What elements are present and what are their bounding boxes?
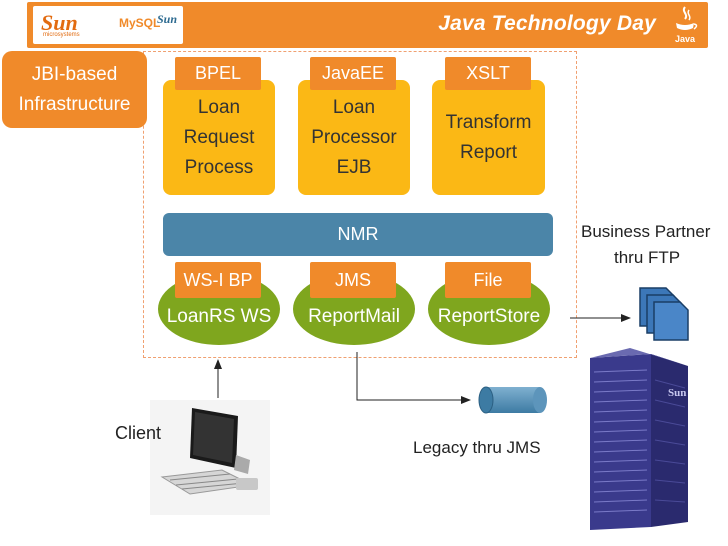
binding-label: ReportStore	[437, 306, 541, 327]
server-brand: Sun	[668, 387, 686, 399]
tag-jms: JMS	[310, 262, 396, 298]
business-partner-sub: thru FTP	[614, 248, 681, 267]
server-icon: Sun	[590, 348, 688, 530]
service-loan-request-process: Loan Request Process	[163, 80, 275, 195]
service-line: Transform	[445, 111, 532, 133]
legacy-queue-icon	[478, 386, 547, 414]
java-icon: Java	[670, 5, 700, 45]
service-transform-report: Transform Report	[432, 80, 545, 195]
arrow-to-legacy	[356, 352, 471, 404]
tag-file: File	[445, 262, 531, 298]
jbi-container-boundary	[143, 51, 577, 358]
header-banner: Sun microsystems MySQL Sun Java Technolo…	[27, 2, 708, 48]
logo-area: Sun microsystems MySQL Sun	[33, 6, 183, 44]
jbi-line1: JBI-based	[31, 63, 118, 85]
tag-bpel: BPEL	[175, 57, 261, 90]
service-line: Request	[183, 126, 255, 148]
nmr-bar: NMR	[163, 213, 553, 256]
mysql-logo: MySQL	[119, 16, 161, 30]
client-computer-icon	[150, 400, 270, 515]
jbi-infrastructure-label: JBI-based Infrastructure	[2, 51, 147, 128]
business-partner-label: Business Partner	[581, 222, 711, 241]
service-line: Processor	[311, 126, 397, 148]
header-title: Java Technology Day	[438, 12, 656, 35]
sun-logo-subtitle: microsystems	[43, 32, 80, 38]
tag-ws-i-bp: WS-I BP	[175, 262, 261, 298]
binding-label: LoanRS WS	[166, 306, 272, 327]
service-line: EJB	[336, 156, 372, 178]
service-loan-processor-ejb: Loan Processor EJB	[298, 80, 410, 195]
mysql-sun-logo: Sun	[157, 12, 178, 26]
legacy-label: Legacy thru JMS	[413, 438, 541, 457]
service-line: Loan	[332, 96, 376, 118]
documents-icon	[639, 287, 689, 341]
jbi-line2: Infrastructure	[18, 93, 131, 115]
sun-logo: Sun	[41, 10, 78, 35]
service-line: Loan	[197, 96, 241, 118]
tag-xslt: XSLT	[445, 57, 531, 90]
service-line: Report	[459, 141, 518, 163]
java-logo-text: Java	[675, 34, 696, 44]
tag-javaee: JavaEE	[310, 57, 396, 90]
service-line: Process	[184, 156, 254, 178]
binding-label: ReportMail	[308, 306, 400, 327]
client-label: Client	[115, 423, 162, 443]
